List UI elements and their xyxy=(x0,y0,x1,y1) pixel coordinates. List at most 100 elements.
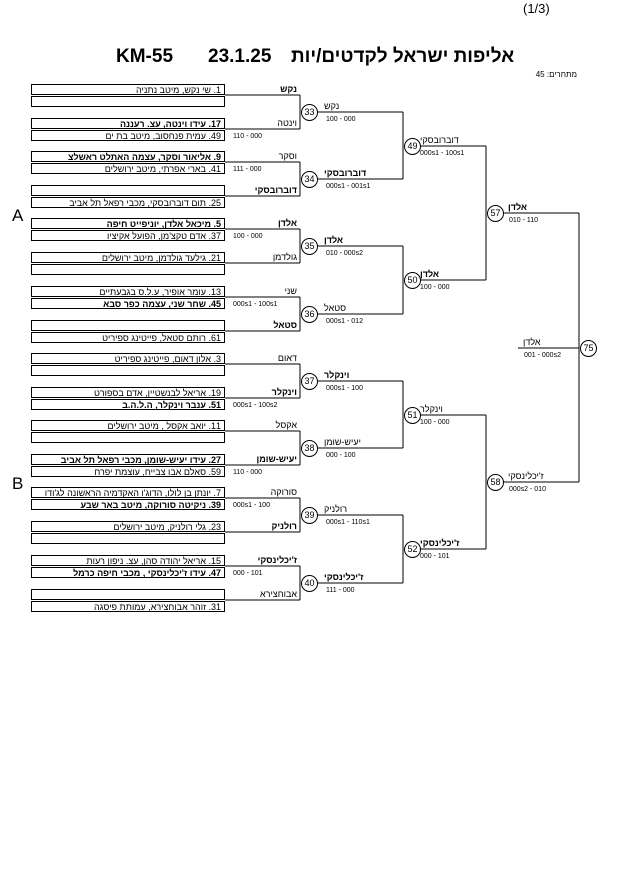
entry-box: 37. אדם טקצ'מן, הפועל אקיציו xyxy=(31,230,225,241)
match-number: 37 xyxy=(301,373,318,390)
entry-box: 39. ניקיטה סורוקה, מיטב באר שבע xyxy=(31,499,225,510)
winner-label: יעיש-שומן xyxy=(324,437,361,447)
match-score: 110 - 000 xyxy=(233,133,263,140)
entry-box: 21. גילעד גולדמן, מיטב ירושלים xyxy=(31,252,225,263)
winner-label: ז'יכלינסקי xyxy=(324,572,364,582)
entry-box: 3. אלון דאום, פייטינג ספיריט xyxy=(31,353,225,364)
player-label: אלדן xyxy=(277,218,297,228)
entry-box: 15. אריאל יהודה סהן, עצ. ניפון רעות xyxy=(31,555,225,566)
participants-count: מתחרים: 45 xyxy=(535,70,577,79)
match-score: 001 - 000s2 xyxy=(524,352,561,359)
match-number: 51 xyxy=(404,407,421,424)
match-score: 000 - 100 xyxy=(326,452,356,459)
match-number: 39 xyxy=(301,507,318,524)
player-label: וינקלר xyxy=(271,387,297,397)
section-label-a: A xyxy=(12,206,24,225)
player-label: רולניק xyxy=(271,521,297,531)
entry-box: 9. אליאור וסקר, עצמה האתלט ראשלצ xyxy=(31,151,225,162)
match-number: 75 xyxy=(580,340,597,357)
page-title: KM-55 23.1.25 אליפות ישראל לקדטים/יות xyxy=(100,44,530,72)
match-score: 000s2 - 010 xyxy=(509,486,546,493)
entry-box: 7. יונתן בן לולו, הדוג'ו האקדמיה הראשונה… xyxy=(31,487,225,498)
match-score: 000s1 - 012 xyxy=(326,318,363,325)
entry-box: 31. זוהר אבוחצירא, עמותת פיסגה xyxy=(31,601,225,612)
player-label: דוברובסקי xyxy=(254,185,297,195)
entry-box: 45. שחר שני, עצמה כפר סבא xyxy=(31,298,225,309)
match-number: 34 xyxy=(301,171,318,188)
tournament-title: אליפות ישראל לקדטים/יות xyxy=(291,46,515,67)
match-score: 000s1 - 001s1 xyxy=(326,183,371,190)
entry-box: 47. עידו ז'יכלינסקי , מכבי חיפה כרמל xyxy=(31,567,225,578)
player-label: אקסל xyxy=(275,420,297,430)
entry-box xyxy=(31,264,225,275)
winner-label: אלדן xyxy=(420,269,440,279)
match-score: 000 - 101 xyxy=(233,570,263,577)
entry-box xyxy=(31,589,225,600)
match-score: 100 - 000 xyxy=(326,116,356,123)
match-number: 52 xyxy=(404,541,421,558)
entry-box: 23. גלי רולניק, מיטב ירושלים xyxy=(31,521,225,532)
match-score: 000 - 101 xyxy=(420,553,450,560)
match-score: 100 - 000 xyxy=(420,419,450,426)
entry-box xyxy=(31,185,225,196)
match-score: 000s1 - 100s1 xyxy=(233,301,278,308)
player-label: נקש xyxy=(280,84,297,94)
player-label: אבוחצירא xyxy=(260,589,297,599)
entry-box: 19. אריאל לבנשטיין, אדם בספורט xyxy=(31,387,225,398)
match-score: 100 - 000 xyxy=(420,284,450,291)
match-score: 000s1 - 100s1 xyxy=(420,150,465,157)
entry-box: 1. שי נקש, מיטב נתניה xyxy=(31,84,225,95)
player-label: סטאל xyxy=(273,320,297,330)
winner-label: וינקלר xyxy=(324,370,350,380)
match-score: 010 - 000s2 xyxy=(326,250,363,257)
player-label: דאום xyxy=(277,353,297,363)
match-score: 000s1 - 110s1 xyxy=(326,519,370,526)
entry-box: 41. בארי אפרתי, מיטב ירושלים xyxy=(31,163,225,174)
winner-label: ז'יכלינסקי xyxy=(420,538,460,548)
player-label: יעיש-שומן xyxy=(256,454,297,464)
tournament-date: 23.1.25 xyxy=(208,46,272,67)
match-score: 110 - 000 xyxy=(233,469,263,476)
match-score: 100 - 000 xyxy=(233,233,263,240)
entry-box: 59. סאלם אבו צבייח, עוצמת יפרח xyxy=(31,466,225,477)
winner-label: ז'יכלינסקי xyxy=(508,471,544,481)
entry-box: 25. תום דוברובסקי, מכבי רפאל תל אביב xyxy=(31,197,225,208)
winner-label: אלדן xyxy=(324,235,344,245)
player-label: שני xyxy=(284,286,297,296)
winner-label: דוברובסקי xyxy=(324,168,367,178)
entry-box: 27. עידו יעיש-שומן, מכבי רפאל תל אביב xyxy=(31,454,225,465)
entry-box: 11. יואב אקסל , מיטב ירושלים xyxy=(31,420,225,431)
match-score: 000s1 - 100s2 xyxy=(233,402,278,409)
match-number: 35 xyxy=(301,238,318,255)
winner-label: רולניק xyxy=(324,504,348,514)
match-score: 010 - 110 xyxy=(509,217,539,224)
entry-box xyxy=(31,533,225,544)
entry-box: 17. עידו וינטה, עצ. רעננה xyxy=(31,118,225,129)
winner-label: דוברובסקי xyxy=(420,135,459,145)
player-label: גולדמן xyxy=(272,252,297,262)
match-number: 33 xyxy=(301,104,318,121)
entry-box xyxy=(31,365,225,376)
player-label: וינטה xyxy=(277,118,297,128)
tournament-code: KM-55 xyxy=(116,46,174,67)
winner-label: אלדן xyxy=(508,202,528,212)
entry-box: 51. ענבר וינקלר, ה.ל.ה.ב xyxy=(31,399,225,410)
match-score: 111 - 000 xyxy=(326,587,355,594)
entry-box: 49. עמית פנחסוב, מיטב בת ים xyxy=(31,130,225,141)
entry-box: 5. מיכאל אלדן, יוניפייט חיפה xyxy=(31,218,225,229)
entry-box: 61. רותם סטאל, פייטינג ספיריט xyxy=(31,332,225,343)
match-score: 111 - 000 xyxy=(233,166,262,173)
winner-label: סטאל xyxy=(324,303,347,313)
section-label-b: B xyxy=(12,474,24,493)
match-score: 000s1 - 100 xyxy=(326,385,363,392)
winner-label: נקש xyxy=(324,101,340,111)
page-number: (1/3) xyxy=(523,1,550,16)
match-number: 36 xyxy=(301,306,318,323)
player-label: סורוקה xyxy=(270,487,297,497)
match-score: 000s1 - 100 xyxy=(233,502,270,509)
entry-box xyxy=(31,432,225,443)
entry-box: 13. עומר אופיר, ע.ל.ס בגבעתיים xyxy=(31,286,225,297)
entry-box xyxy=(31,320,225,331)
final-winner-label: אלדן xyxy=(523,337,541,347)
